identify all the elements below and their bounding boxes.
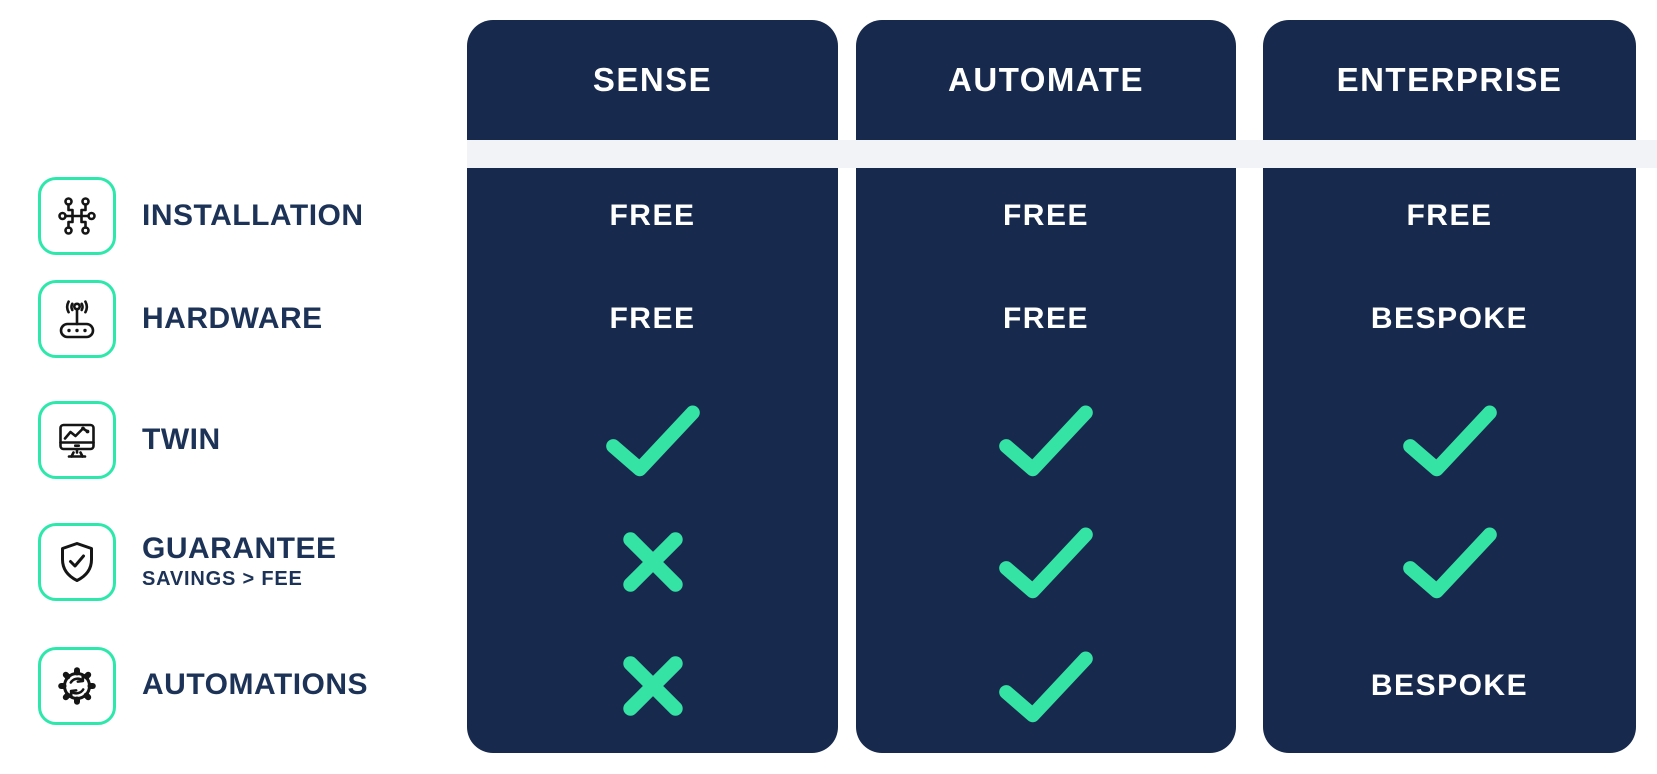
router-icon [59, 300, 95, 339]
plan-cell [467, 506, 838, 618]
cross-icon [622, 532, 683, 592]
plan-cell [856, 618, 1236, 753]
cell-value: FREE [609, 302, 696, 335]
cell-value: FREE [1002, 199, 1089, 232]
circuit-nodes-icon [58, 197, 96, 235]
feature-label: HARDWARE [142, 301, 323, 335]
plan-title: AUTOMATE [948, 61, 1144, 98]
feature-icon-box [38, 177, 116, 255]
feature-rail: INSTALLATION HAR [0, 168, 467, 753]
plan-cell [1263, 506, 1636, 618]
plan-cell: FREE [1263, 168, 1636, 264]
plan-cell: FREE [467, 264, 838, 374]
gear-sync-icon [58, 666, 96, 705]
feature-row-installation: INSTALLATION [0, 168, 467, 264]
feature-label: INSTALLATION [142, 198, 364, 232]
feature-sublabel: SAVINGS > FEE [142, 568, 303, 591]
feature-row-guarantee: GUARANTEE SAVINGS > FEE [0, 506, 467, 618]
plan-cell [1263, 374, 1636, 506]
cell-value: FREE [1406, 199, 1493, 232]
feature-label: AUTOMATIONS [142, 668, 369, 702]
feature-row-automations: AUTOMATIONS [0, 618, 467, 753]
plan-cell: FREE [856, 264, 1236, 374]
cell-value: BESPOKE [1370, 302, 1529, 335]
cell-value: FREE [1002, 302, 1089, 335]
cell-value: FREE [609, 199, 696, 232]
plan-header: SENSE [467, 20, 838, 140]
plan-title: ENTERPRISE [1336, 61, 1563, 98]
plan-header: AUTOMATE [856, 20, 1236, 140]
feature-label: GUARANTEE [142, 531, 337, 565]
monitor-chart-icon [59, 423, 95, 458]
plan-title: SENSE [592, 61, 713, 98]
plan-cell: FREE [856, 168, 1236, 264]
plan-cell [856, 506, 1236, 618]
check-icon [999, 651, 1093, 722]
check-icon [1402, 527, 1497, 599]
plan-cell: BESPOKE [1263, 264, 1636, 374]
plan-column-automate: AUTOMATE FREE FREE [856, 20, 1236, 753]
check-icon [999, 527, 1093, 599]
feature-icon-box [38, 523, 116, 601]
check-icon [999, 405, 1093, 477]
plan-cell [467, 618, 838, 753]
feature-label: TWIN [142, 422, 221, 456]
check-icon [605, 405, 700, 477]
shield-check-icon [61, 542, 93, 582]
plan-cell: FREE [467, 168, 838, 264]
plan-column-enterprise: ENTERPRISE FREE BESPOKE [1263, 20, 1636, 753]
plan-column-sense: SENSE FREE FREE [467, 20, 838, 753]
plan-cell [856, 374, 1236, 506]
header-divider-stripe [467, 140, 1657, 168]
plan-cell [467, 374, 838, 506]
cell-value: BESPOKE [1370, 668, 1529, 702]
check-icon [1402, 405, 1497, 477]
feature-icon-box [38, 646, 116, 725]
plan-header: ENTERPRISE [1263, 20, 1636, 140]
feature-row-twin: TWIN [0, 374, 467, 506]
feature-icon-box [38, 401, 116, 479]
cross-icon [622, 655, 683, 716]
plan-cell: BESPOKE [1263, 618, 1636, 753]
feature-row-hardware: HARDWARE [0, 264, 467, 374]
feature-icon-box [38, 280, 116, 358]
